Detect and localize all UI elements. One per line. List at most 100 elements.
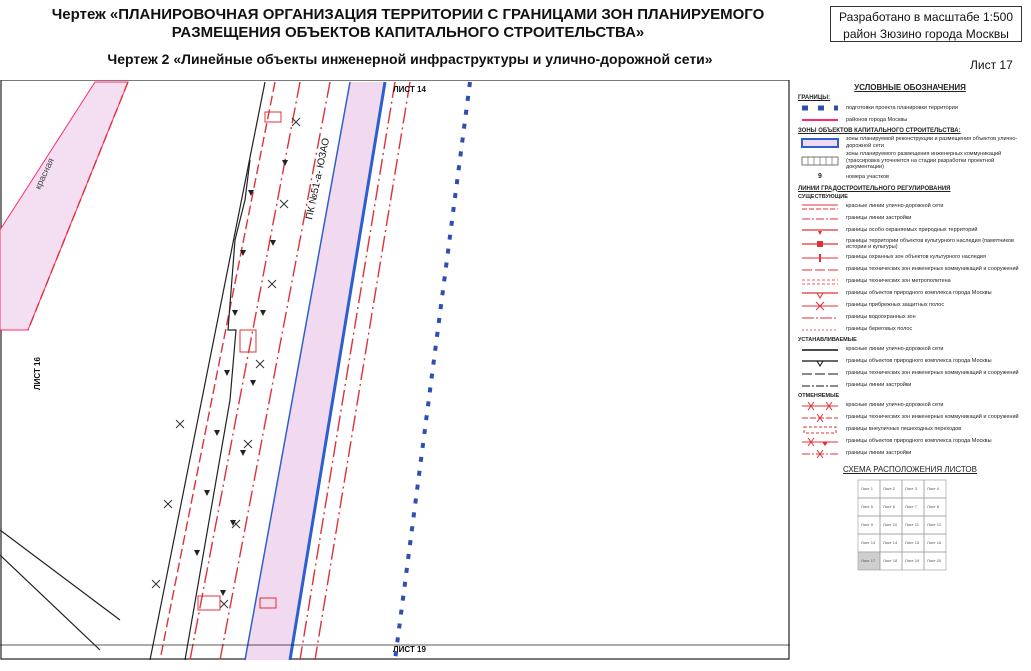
blue-boundary-east: [288, 81, 387, 660]
legend-zones-header: ЗОНЫ ОБЪЕКТОВ КАПИТАЛЬНОГО СТРОИТЕЛЬСТВА…: [798, 128, 961, 134]
scheme-cell-label: Лист 10: [883, 522, 898, 527]
legend-cancelled-header: ОТМЕНЯЕМЫЕ: [798, 392, 840, 399]
legend-panel: УСЛОВНЫЕ ОБОЗНАЧЕНИЯ ГРАНИЦЫ: подготовки…: [792, 80, 1028, 660]
district-boundary-symbol: [802, 119, 838, 121]
protected-area-symbol: [802, 228, 838, 235]
heritage-protection-symbol: [802, 253, 838, 262]
cancel-nature-symbol: [802, 437, 838, 446]
map-canvas: красная: [0, 80, 790, 660]
scheme-cell-label: Лист 4: [927, 486, 940, 491]
water-zone-symbol: [802, 317, 838, 318]
new-building-line-symbol: [802, 385, 838, 386]
legend-boundaries-header: ГРАНИЦЫ:: [798, 95, 831, 101]
legend-item: границы линии застройки: [800, 449, 1028, 459]
legend-item: подготовки проекта планировки территории: [800, 103, 1028, 113]
legend-item: зоны планируемой реконструкции и размеще…: [800, 136, 1028, 149]
legend-item: зоны планируемого размещения инженерных …: [800, 151, 1028, 171]
scheme-cell-label: Лист 20: [927, 558, 942, 563]
cross-markers: [151, 117, 301, 609]
zone-upper-left: [0, 81, 129, 331]
scheme-cell-label: Лист 18: [883, 558, 898, 563]
scheme-cell-label: Лист 7: [905, 504, 918, 509]
legend-item: границы территории объектов культурного …: [800, 238, 1028, 251]
red-lines: [27, 81, 411, 660]
tech-zone-symbol: [802, 269, 838, 270]
blue-boundary-west: [244, 81, 351, 660]
coastal-strip-symbol: [802, 301, 838, 310]
scale-box: Разработано в масштабе 1:500 район Зюзин…: [830, 6, 1022, 42]
new-red-line-symbol: [802, 348, 838, 351]
legend-existing-header: СУЩЕСТВУЮЩИЕ: [798, 193, 848, 200]
legend-item: границы объектов природного комплекса го…: [800, 357, 1028, 367]
red-hatch-boxes: [197, 111, 282, 611]
scale-text: Разработано в масштабе 1:500: [838, 10, 1014, 24]
legend-item: границы охранных зон объектов культурног…: [800, 253, 1028, 263]
legend-item: красные линии улично-дорожной сети: [800, 345, 1028, 355]
cancel-red-line-symbol: [802, 401, 838, 410]
scheme-cell-label: Лист 11: [905, 522, 920, 527]
legend-item: границы технических зон инженерных комму…: [800, 369, 1028, 379]
nature-complex-symbol: [802, 291, 838, 299]
building-line-symbol: [802, 218, 838, 219]
new-tech-zone-symbol: [802, 373, 838, 374]
cancel-crossing-symbol: [803, 426, 837, 433]
road-zone-symbol: [801, 137, 839, 148]
cancel-building-line-symbol: [802, 449, 838, 458]
legend-item: границы линии застройки: [800, 381, 1028, 391]
sheet-ref-left: ЛИСТ 16: [33, 357, 42, 391]
legend-item: границы внеуличных пешеходных переходов: [800, 425, 1028, 435]
legend-item: границы особо охраняемых природных терри…: [800, 226, 1028, 236]
scheme-cell-label: Лист 9: [861, 522, 874, 527]
lot-number-symbol: 9: [818, 172, 822, 180]
legend-item: границы береговых полос: [800, 325, 1028, 335]
legend-item: границы технических зон инженерных комму…: [800, 265, 1028, 275]
drawing-title: Чертеж «ПЛАНИРОВОЧНАЯ ОРГАНИЗАЦИЯ ТЕРРИТ…: [51, 6, 765, 41]
district-text: район Зюзино города Москвы: [843, 27, 1009, 41]
legend-item: границы прибрежных защитных полос: [800, 301, 1028, 311]
scheme-cell-label: Лист 12: [927, 522, 942, 527]
legend-lines-header: ЛИНИИ ГРАДОСТРОИТЕЛЬНОГО РЕГУЛИРОВАНИЯ: [798, 185, 951, 192]
legend-item: 9 номера участков: [800, 173, 1028, 183]
legend-item: границы линии застройки: [800, 214, 1028, 224]
scheme-cell: [923, 551, 947, 570]
shore-strip-symbol: [802, 329, 838, 330]
scheme-cell-label: Лист 17: [861, 558, 876, 563]
legend-item: районов города Москвы: [800, 115, 1028, 125]
scheme-cell-label: Лист 16: [927, 540, 942, 545]
scheme-cell-label: Лист 19: [905, 558, 920, 563]
legend-item: границы объектов природного комплекса го…: [800, 289, 1028, 299]
existing-red-line-symbol: [802, 204, 838, 209]
legend-title: УСЛОВНЫЕ ОБОЗНАЧЕНИЯ: [854, 83, 966, 92]
legend-item: границы технических зон инженерных комму…: [800, 413, 1028, 423]
legend-item: границы водоохранных зон: [800, 313, 1028, 323]
black-lines: [0, 81, 266, 660]
scheme-cell-label: Лист 15: [905, 540, 920, 545]
scheme-cell-label: Лист 3: [905, 486, 918, 491]
map-frame: [0, 80, 790, 660]
sheet-scheme-title: СХЕМА РАСПОЛОЖЕНИЯ ЛИСТОВ: [843, 464, 977, 474]
cancel-tech-zone-symbol: [802, 413, 838, 422]
scheme-cell-label: Лист 5: [861, 504, 874, 509]
legend-established-header: УСТАНАВЛИВАЕМЫЕ: [798, 336, 857, 343]
sheet-ref-bottom: ЛИСТ 19: [393, 645, 427, 654]
project-boundary-symbol: [802, 105, 838, 111]
scheme-cell-label: Лист 1: [861, 486, 874, 491]
legend-item: границы технических зон метрополитена: [800, 277, 1028, 287]
triangle-markers: [194, 160, 288, 596]
legend-item: границы объектов природного комплекса го…: [800, 437, 1028, 447]
scheme-cell-label: Лист 13: [861, 540, 876, 545]
metro-zone-symbol: [802, 279, 838, 284]
utility-zone-symbol: [801, 156, 839, 166]
new-nature-symbol: [802, 359, 838, 367]
map-background: [0, 80, 790, 660]
scheme-cell-label: Лист 14: [883, 540, 898, 545]
zone-main-corridor: [245, 82, 385, 660]
heritage-symbol: [802, 241, 838, 247]
scheme-cell-label: Лист 8: [927, 504, 940, 509]
scheme-cell-label: Лист 2: [883, 486, 896, 491]
legend-item: красные линии улично-дорожной сети: [800, 401, 1028, 411]
sheet-number: Лист 17: [970, 58, 1013, 72]
drawing-subtitle: Чертеж 2 «Линейные объекты инженерной ин…: [107, 51, 713, 67]
legend-item: красные линии улично-дорожной сети: [800, 202, 1028, 212]
